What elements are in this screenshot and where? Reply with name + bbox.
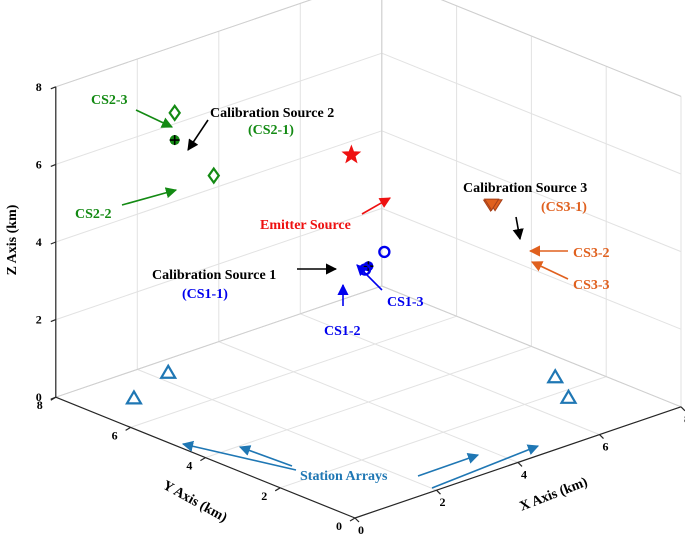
cs2-title-label: Calibration Source 2 — [210, 106, 334, 121]
cs1-title-label: Calibration Source 1 — [152, 268, 276, 283]
series-3-point-2 — [207, 166, 221, 185]
series-4-point-2 — [483, 198, 500, 212]
cs3-title-label: Calibration Source 3 — [463, 181, 587, 196]
emitter-source-label: Emitter Source — [260, 218, 351, 233]
x-tick-label: 2 — [440, 495, 446, 509]
series-1-point-0 — [341, 144, 362, 164]
cs2-1-label: (CS2-1) — [248, 123, 294, 138]
series-0-point-2 — [559, 388, 578, 404]
y-axis-label: Y Axis (km) — [160, 478, 230, 526]
axes-box — [50, 0, 685, 523]
annotation-arrow — [361, 197, 391, 215]
x-tick-mark — [517, 461, 523, 467]
z-tick-label: 0 — [36, 390, 42, 404]
x-tick-mark — [599, 434, 604, 440]
grid-line — [55, 52, 382, 165]
cs3-1-label: (CS3-1) — [541, 200, 587, 215]
x-tick-mark — [436, 489, 441, 495]
series-2-point-1 — [358, 263, 372, 276]
box-edge — [55, 0, 312, 88]
grid-line — [130, 315, 457, 428]
station-arrays-label: Station Arrays — [300, 469, 388, 484]
series-0-point-0 — [125, 389, 143, 405]
annotation-arrow — [121, 187, 178, 206]
grid-line — [381, 130, 682, 253]
z-tick-mark — [50, 241, 57, 245]
grid-line — [300, 313, 600, 436]
annotation-arrow — [135, 109, 174, 128]
y-tick-label: 0 — [336, 519, 342, 533]
z-tick-mark — [50, 319, 57, 323]
series-3-point-0 — [169, 135, 180, 146]
annotation-arrow — [417, 453, 480, 477]
z-tick-label: 8 — [36, 80, 42, 94]
x-tick-label: 4 — [521, 467, 527, 481]
grid-line — [55, 130, 382, 243]
y-tick-mark — [200, 457, 206, 462]
box-edge — [55, 285, 382, 398]
tick-labels: 024680246802468 — [36, 80, 685, 535]
y-tick-label: 8 — [37, 398, 43, 412]
y-tick-mark — [274, 487, 281, 492]
cs2-2-label: CS2-2 — [75, 207, 112, 222]
box-edge — [440, 0, 682, 97]
x-tick-label: 0 — [358, 523, 364, 535]
z-tick-label: 4 — [36, 235, 42, 249]
z-axis-label: Z Axis (km) — [5, 204, 20, 275]
annotation-arrow — [431, 444, 540, 489]
grid-line — [381, 52, 682, 175]
z-tick-mark — [50, 396, 57, 400]
z-tick-mark — [50, 86, 57, 90]
box-edge — [381, 285, 682, 408]
y-tick-label: 4 — [186, 459, 192, 473]
z-tick-label: 6 — [36, 157, 42, 171]
cs1-1-label: (CS1-1) — [182, 287, 228, 302]
cs1-2-label: CS1-2 — [324, 324, 361, 339]
series-0-point-1 — [159, 363, 178, 379]
annotation-arrow — [187, 119, 209, 151]
series-0-point-3 — [546, 368, 565, 384]
y-tick-mark — [125, 426, 131, 431]
annotation-arrow — [530, 261, 569, 280]
cs1-3-label: CS1-3 — [387, 295, 424, 310]
x-tick-mark — [680, 406, 685, 412]
annotation-arrow — [238, 445, 293, 467]
y-tick-label: 2 — [261, 489, 267, 503]
series-3-point-1 — [168, 104, 182, 122]
data-markers — [125, 104, 578, 405]
cs3-3-label: CS3-3 — [573, 278, 610, 293]
grid-line — [205, 345, 532, 459]
z-tick-label: 2 — [36, 313, 42, 327]
annotation-arrow — [181, 440, 297, 471]
x-tick-mark — [354, 517, 360, 523]
annotation-arrow — [512, 216, 524, 241]
y-tick-mark — [349, 517, 356, 522]
x-axis-label: X Axis (km) — [518, 475, 590, 515]
y-tick-label: 6 — [112, 428, 118, 442]
series-2-point-2 — [378, 245, 391, 259]
cs3-2-label: CS3-2 — [573, 246, 610, 261]
cs2-3-label: CS2-3 — [91, 93, 128, 108]
z-tick-mark — [50, 163, 57, 167]
x-tick-label: 6 — [603, 440, 609, 454]
